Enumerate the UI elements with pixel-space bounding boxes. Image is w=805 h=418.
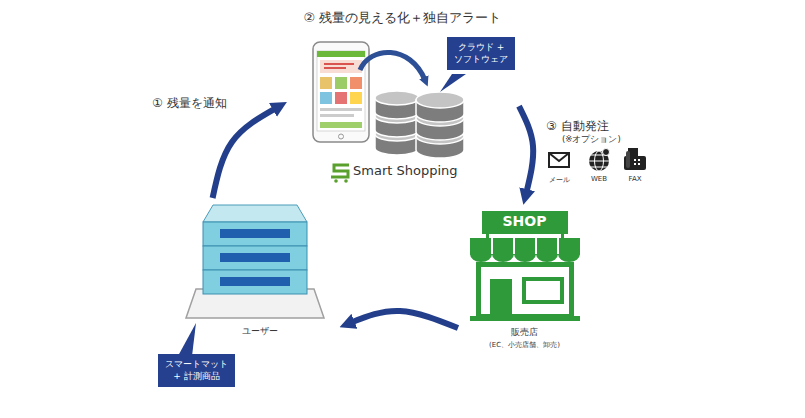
user-node: ユーザー: [181, 198, 339, 348]
logo-mark: [331, 165, 349, 183]
callout-tail: [178, 323, 196, 356]
flow-arrow: [519, 106, 533, 193]
node-label: ユーザー: [181, 325, 339, 338]
icon-label: WEB: [589, 175, 609, 183]
flow-arrow: [213, 108, 277, 198]
database-stack: [375, 91, 464, 158]
mail-icon: [549, 153, 569, 167]
callout-box: クラウド + ソフトウェア: [447, 37, 515, 70]
callout-tail: [440, 74, 466, 92]
smart-mat: [186, 205, 324, 318]
step-heading: ② 残量の見える化＋独自アラート: [286, 9, 519, 27]
database-disc: [375, 91, 419, 105]
callout-text: スマートマット + 計測商品: [165, 359, 228, 382]
edge-label: ③ 自動発注: [544, 118, 611, 135]
shop-sign: SHOP: [458, 213, 591, 229]
icon-label: メール: [547, 175, 572, 185]
shop-node: SHOP 販売店(EC、小売店舗、卸売): [458, 205, 591, 355]
flow-arrow: [351, 311, 458, 328]
node-label: 販売店: [458, 326, 591, 339]
database-disc: [416, 92, 464, 108]
app-cloud-group: ② 残量の見える化＋独自アラート Smart Shopping: [286, 6, 519, 188]
node-note: (EC、小売店舗、卸売): [458, 340, 591, 350]
edge-label: ① 残量を通知: [150, 95, 229, 112]
callout-text: クラウド + ソフトウェア: [454, 42, 508, 65]
smartphone: [313, 42, 369, 142]
callout-box: スマートマット + 計測商品: [158, 354, 235, 387]
icon-label: FAX: [627, 175, 644, 183]
option-note: (※オプション): [560, 134, 623, 146]
logo-text: Smart Shopping: [353, 163, 458, 178]
web-icon: [589, 149, 610, 172]
fax-icon: [624, 148, 646, 170]
sync-arrow: [360, 52, 425, 80]
